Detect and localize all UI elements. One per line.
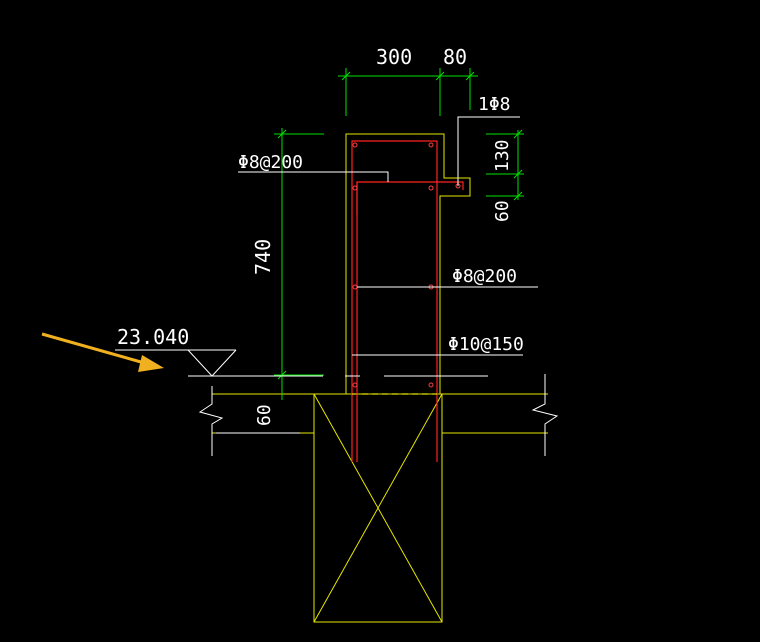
rebar-top-label: 1Φ8	[478, 94, 511, 115]
triangle-elevation-icon	[115, 349, 237, 377]
leader-lines	[188, 116, 538, 434]
dim-height-label: 740	[251, 239, 275, 275]
dim-slab-label: 60	[254, 404, 275, 426]
rebar-group	[351, 140, 464, 462]
rebar-dots	[352, 142, 461, 388]
rebar-lower-right-label: Φ10@150	[448, 334, 524, 355]
rebar-outer-loop	[351, 140, 438, 462]
zigzag-break-icon	[198, 374, 559, 456]
rebar-mid-right-label: Φ8@200	[452, 266, 517, 287]
elevation-label: 23.040	[117, 325, 189, 349]
dim-top-width-label: 300	[376, 45, 412, 69]
rebar-top-stirrup	[356, 181, 464, 215]
rebar-upper-left-label: Φ8@200	[238, 152, 303, 173]
dim-top-lip-label: 80	[443, 45, 467, 69]
arrow-icon	[41, 332, 164, 372]
dim-side-lower-label: 60	[492, 200, 513, 222]
upstand-outline	[345, 133, 471, 394]
dimension-lines	[274, 68, 524, 400]
dim-side-upper-label: 130	[492, 139, 513, 172]
beam-cross-2	[313, 393, 443, 623]
